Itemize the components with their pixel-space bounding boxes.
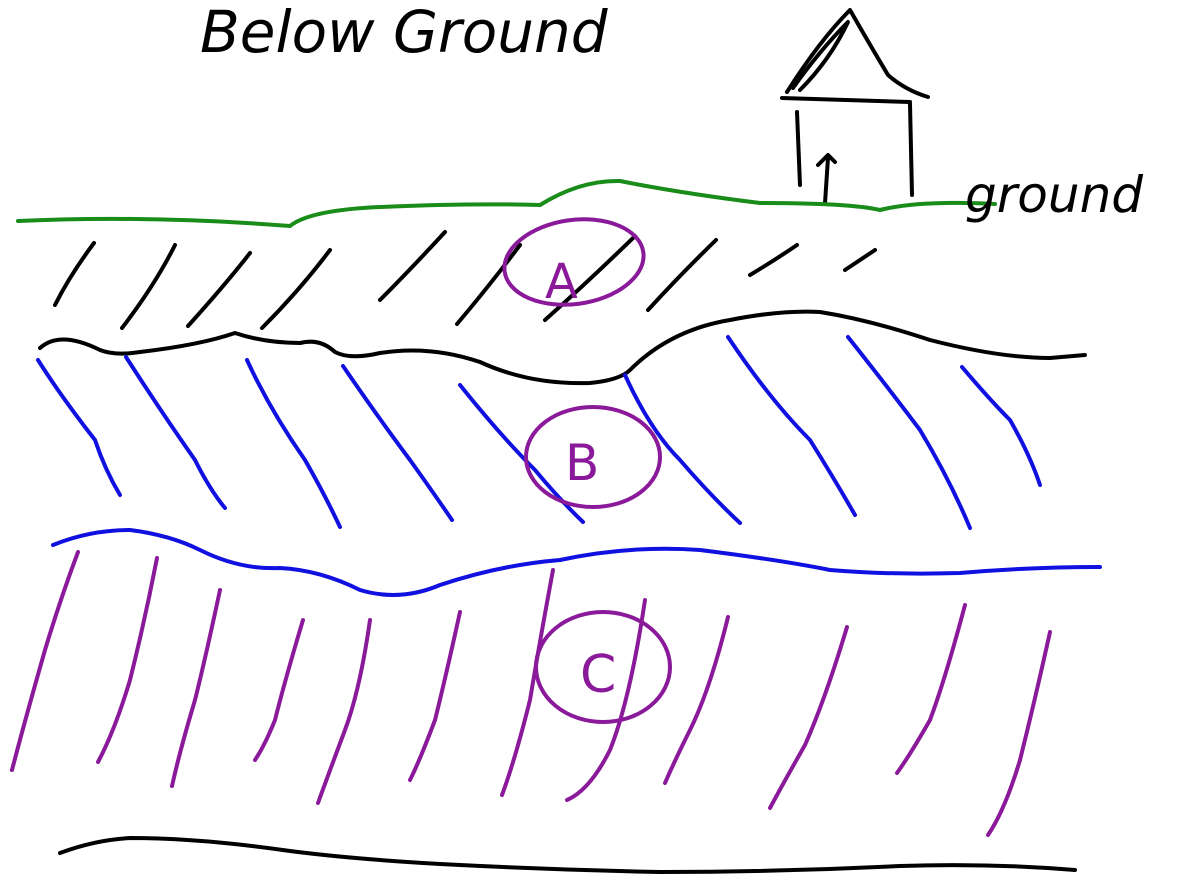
label-c: C: [580, 645, 616, 705]
label-b-marker: B: [526, 407, 660, 507]
label-a-marker: A: [499, 211, 649, 314]
ground-line: [18, 181, 995, 226]
label-a: A: [545, 254, 578, 310]
layer-c-hatching: [12, 552, 1050, 835]
bottom-boundary: [60, 838, 1075, 872]
diagram-title: Below Ground: [200, 0, 609, 66]
layer-a-b-boundary: [40, 312, 1085, 383]
label-b: B: [565, 434, 599, 492]
layer-b-c-boundary: [53, 530, 1100, 595]
house-icon: [782, 10, 928, 203]
ground-label: ground: [965, 166, 1143, 224]
label-c-marker: C: [536, 612, 670, 722]
layer-a-hatching: [55, 232, 875, 328]
layer-b-hatching: [38, 337, 1040, 528]
